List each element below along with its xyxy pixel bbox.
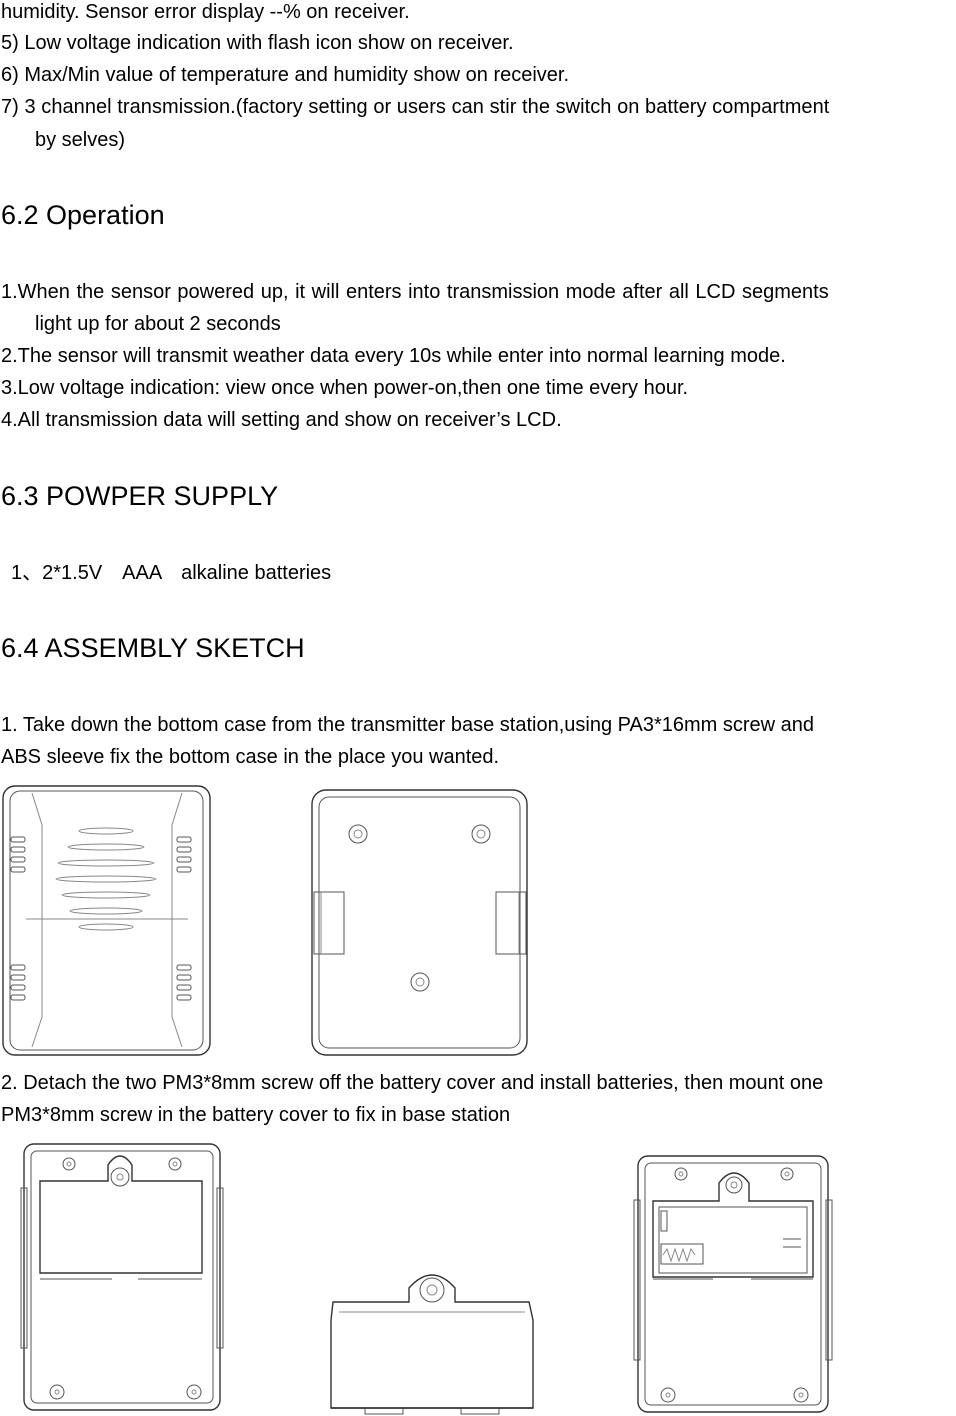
base-station-with-cover-illustration (20, 1143, 226, 1413)
operation-item-3: 3.Low voltage indication: view once when… (1, 377, 689, 399)
operation-item-1-continued: light up for about 2 seconds (35, 313, 281, 335)
list-item-5: 5) Low voltage indication with flash ico… (1, 32, 514, 54)
assembly-step-2-continued: PM3*8mm screw in the battery cover to fi… (1, 1104, 511, 1126)
assembly-step-1: 1. Take down the bottom case from the tr… (1, 714, 814, 736)
operation-item-4: 4.All transmission data will setting and… (1, 409, 562, 431)
list-item-7: 7) 3 channel transmission.(factory setti… (1, 96, 830, 118)
bottom-case-illustration (311, 789, 529, 1057)
heading-power-supply: 6.3 POWPER SUPPLY (1, 481, 279, 511)
assembly-step-2: 2. Detach the two PM3*8mm screw off the … (1, 1072, 824, 1094)
heading-assembly-sketch: 6.4 ASSEMBLY SKETCH (1, 633, 305, 663)
humidity-line: humidity. Sensor error display --% on re… (1, 1, 410, 23)
power-supply-item-1: 1、2*1.5V AAA alkaline batteries (11, 562, 332, 584)
operation-item-2: 2.The sensor will transmit weather data … (1, 345, 786, 367)
front-case-illustration (2, 785, 212, 1057)
assembly-step-1-continued: ABS sleeve fix the bottom case in the pl… (1, 746, 500, 768)
list-item-7-continued: by selves) (35, 129, 126, 151)
heading-operation: 6.2 Operation (1, 200, 165, 230)
list-item-6: 6) Max/Min value of temperature and humi… (1, 64, 570, 86)
base-station-battery-compartment-illustration (633, 1155, 833, 1415)
battery-cover-illustration (329, 1268, 535, 1416)
operation-item-1: 1.When the sensor powered up, it will en… (1, 281, 829, 303)
